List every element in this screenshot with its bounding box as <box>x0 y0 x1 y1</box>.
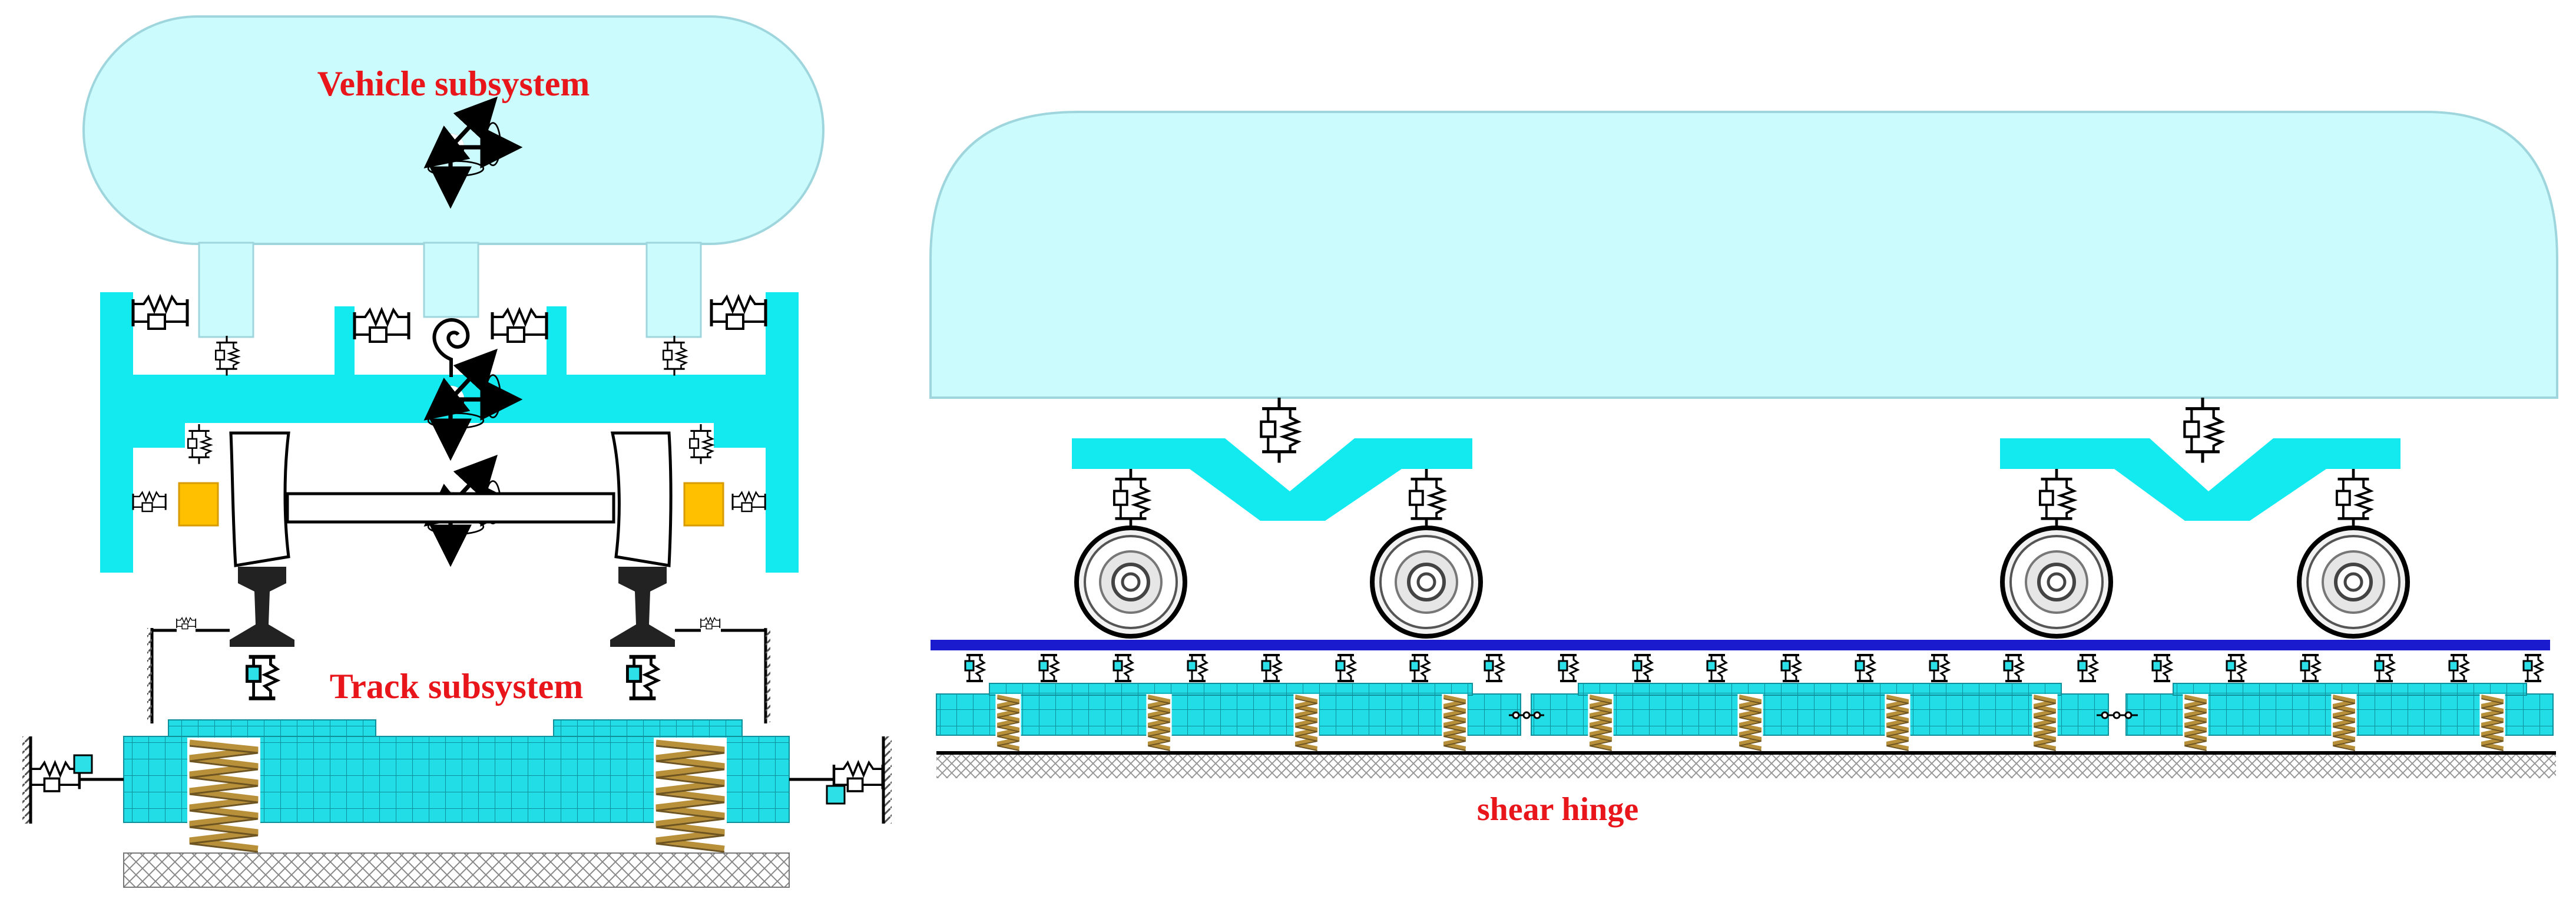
rail-pad-damper <box>2003 654 2024 682</box>
body-stem-center <box>423 242 479 318</box>
label-shear-hinge: shear hinge <box>1477 791 1638 828</box>
rail-pad-damper <box>2226 654 2247 682</box>
rail-pad-damper <box>1187 654 1208 682</box>
ground-foundation-right <box>936 755 2556 778</box>
car-body-cross-section <box>82 15 825 245</box>
torsion-spring-icon <box>432 318 470 377</box>
rail-pad-damper <box>1929 654 1950 682</box>
rail-pad-damper <box>2077 654 2098 682</box>
wheel-icon <box>1077 528 2408 636</box>
rail-pad-damper <box>2522 654 2544 682</box>
coil-spring-icon <box>995 694 1021 753</box>
track-slab-upper-left <box>168 719 376 737</box>
rail-pad-damper <box>1632 654 1653 682</box>
vehicle-side-view: shear hinge <box>929 111 2558 828</box>
rail-pad-damper <box>2448 654 2469 682</box>
coil-spring-icon <box>1885 694 1910 753</box>
rail-pad-damper <box>1706 654 1727 682</box>
coil-spring-icon <box>1588 694 1613 753</box>
label-track-subsystem: Track subsystem <box>330 667 584 706</box>
coil-spring-icon <box>2479 694 2505 753</box>
rail-pad-row <box>964 654 2544 682</box>
rail-pad-damper <box>1335 654 1356 682</box>
rail-line <box>931 640 2550 650</box>
rail-pad-damper <box>1558 654 1579 682</box>
coil-spring-icon <box>1442 694 1467 753</box>
coil-spring-icon <box>2331 694 2356 753</box>
coil-spring-icon <box>1737 694 1763 753</box>
rail-pad-damper <box>1855 654 1876 682</box>
lateral-supports <box>22 736 892 824</box>
wheelset <box>229 431 673 567</box>
rail-pad-damper <box>2300 654 2321 682</box>
rail-pad-damper <box>1112 654 1134 682</box>
rail-pad-damper <box>1038 654 1059 682</box>
label-vehicle-subsystem: Vehicle subsystem <box>317 64 590 103</box>
ground-foundation-left <box>123 852 790 888</box>
coil-spring-icon <box>2183 694 2208 753</box>
rail-pad-damper <box>2151 654 2173 682</box>
fastener-hatch <box>147 628 770 722</box>
bogie-frame-side <box>1072 438 2400 521</box>
rail-pad-damper <box>1484 654 1505 682</box>
vehicle-cross-section: Vehicle subsystem Track subsystem <box>22 15 892 888</box>
shear-hinge-icon <box>1509 711 2138 719</box>
rail-pad-damper <box>964 654 985 682</box>
car-body-side <box>929 111 2558 399</box>
coil-spring-icon <box>2032 694 2057 753</box>
coil-spring-icon <box>1293 694 1319 753</box>
body-stem-left <box>198 242 254 338</box>
rail-pad-damper <box>2374 654 2395 682</box>
rail-pad-damper <box>1261 654 1282 682</box>
rail-pad-damper <box>1780 654 1802 682</box>
axlebox-right <box>683 482 724 527</box>
axlebox-left <box>178 482 219 527</box>
rail-profile-icon <box>230 567 675 647</box>
coil-spring-icon <box>1146 694 1171 753</box>
body-stem-right <box>645 242 702 338</box>
track-slab-upper-right <box>553 719 743 737</box>
rail-pad-damper <box>1409 654 1431 682</box>
bogie-frame <box>100 292 799 573</box>
primary-suspension <box>132 423 766 527</box>
